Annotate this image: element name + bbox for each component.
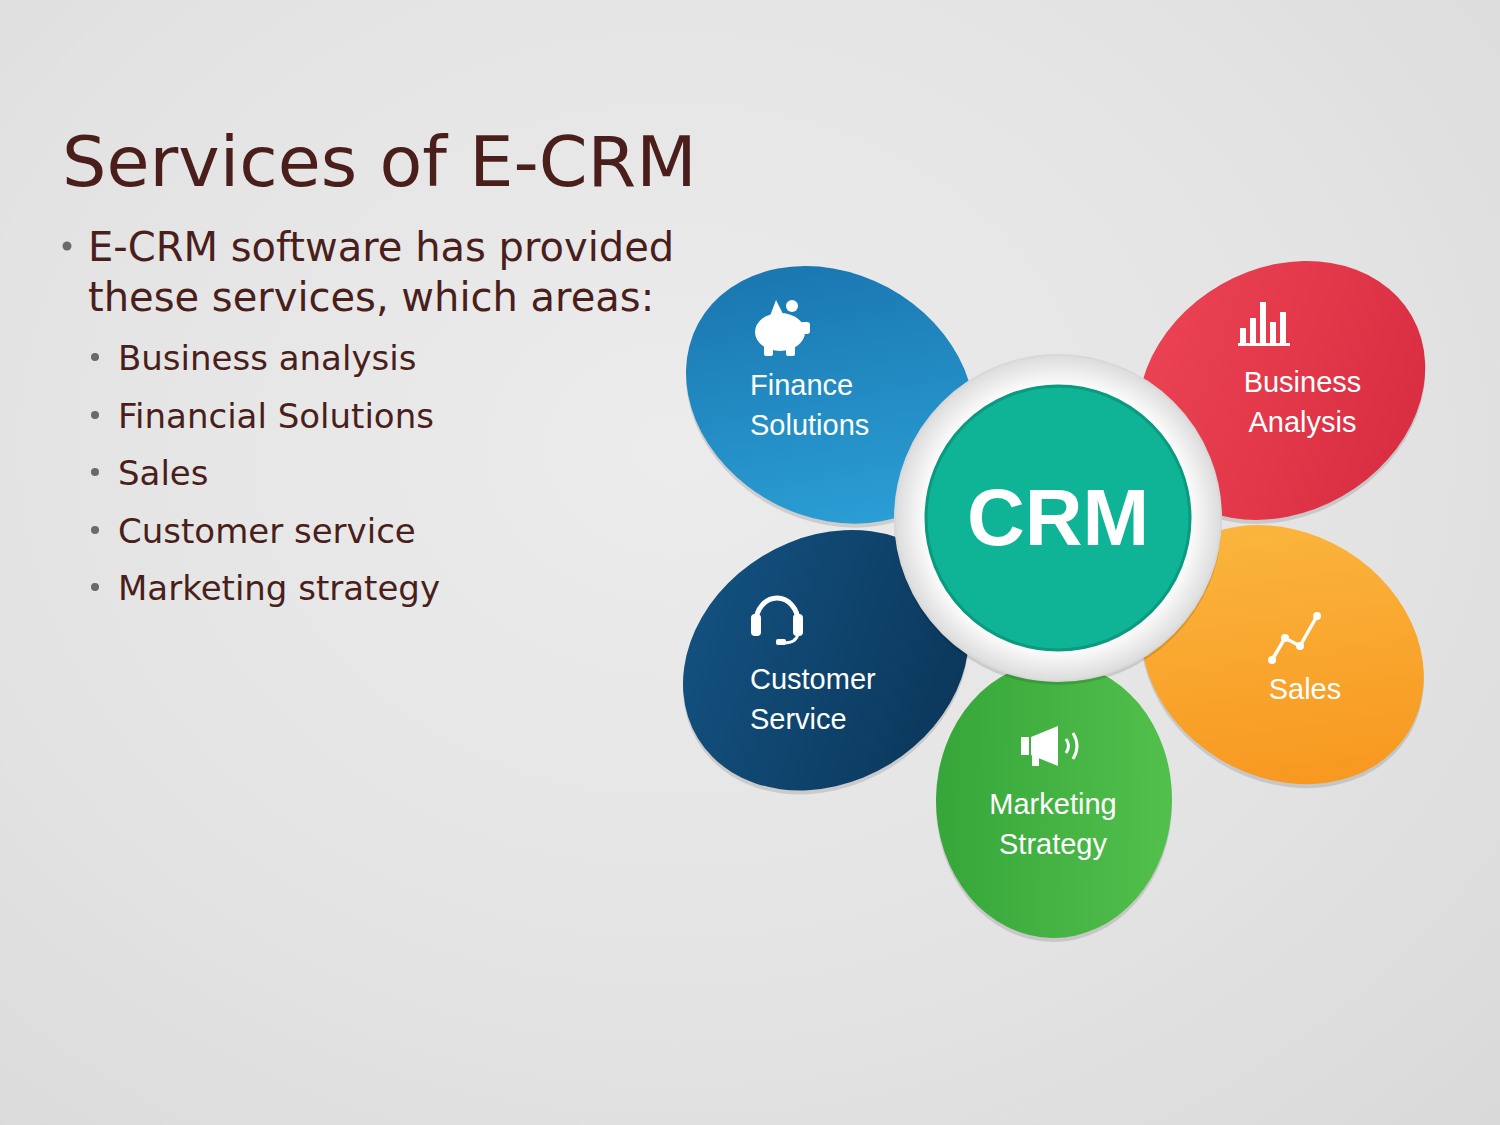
bar-chart-icon bbox=[1238, 302, 1290, 346]
bullet-dot bbox=[91, 353, 99, 361]
petal-label: Customer Service bbox=[750, 659, 915, 739]
petal-label: Business Analysis bbox=[1220, 362, 1385, 442]
petal-shape bbox=[934, 660, 1174, 939]
service-petal: Marketing Strategy bbox=[934, 660, 1174, 940]
bullet-text: E-CRM software has provided these servic… bbox=[88, 222, 748, 322]
sub-bullet-text: Customer service bbox=[118, 509, 678, 553]
sub-bullet-text: Marketing strategy bbox=[118, 566, 678, 610]
petal-label: Finance Solutions bbox=[750, 365, 900, 445]
crm-hub-circle: CRM bbox=[893, 353, 1223, 683]
megaphone-icon bbox=[1021, 726, 1077, 766]
petal-shape bbox=[1091, 210, 1473, 571]
petal-label: Sales bbox=[1225, 669, 1385, 709]
bullet-dot bbox=[91, 526, 99, 534]
bullet-dot bbox=[91, 468, 99, 476]
sub-bullet-text: Business analysis bbox=[118, 336, 678, 380]
sub-bullet-text: Sales bbox=[118, 451, 678, 495]
headset-icon bbox=[751, 598, 803, 645]
sub-bullet-text: Financial Solutions bbox=[118, 394, 678, 438]
bullet-dot bbox=[63, 242, 72, 251]
trend-icon bbox=[1268, 612, 1321, 664]
bullet-dot bbox=[91, 583, 99, 591]
bullet-dot bbox=[91, 411, 99, 419]
petal-label: Marketing Strategy bbox=[965, 784, 1141, 864]
hub-label: CRM bbox=[893, 473, 1223, 563]
slide-title: Services of E-CRM bbox=[62, 122, 697, 202]
piggy-bank-icon bbox=[755, 300, 810, 356]
